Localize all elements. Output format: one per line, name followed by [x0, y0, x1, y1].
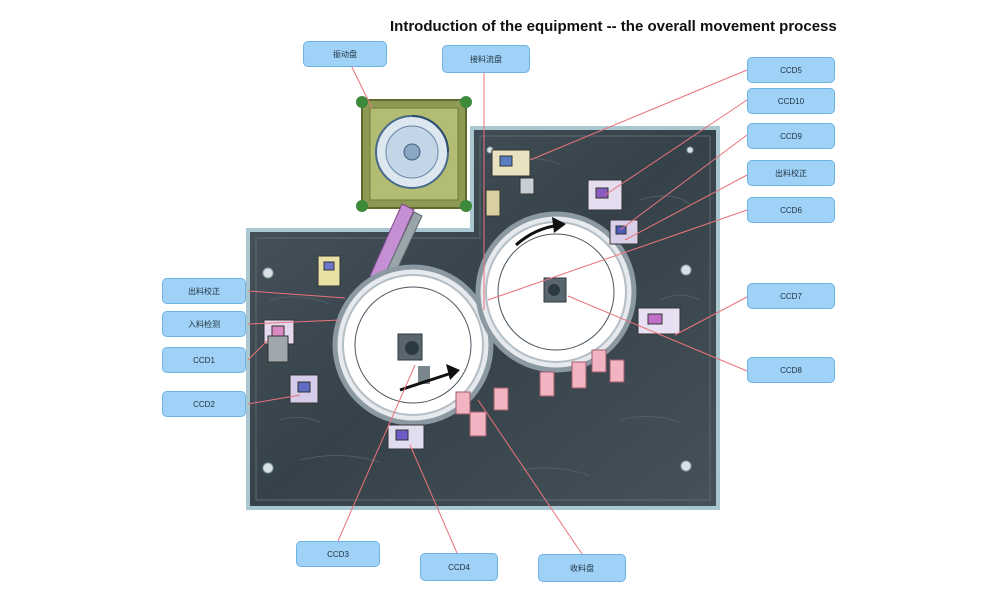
callout-ccd8: CCD8: [747, 357, 835, 383]
callout-ccd1: CCD1: [162, 347, 246, 373]
feed-chute: [369, 203, 423, 283]
callout-ccd4: CCD4: [420, 553, 498, 581]
callout-ccd6: CCD6: [747, 197, 835, 223]
leader-lines: [247, 52, 748, 555]
callout-left-station2: 入料检测: [162, 311, 246, 337]
left-rotary-table: [332, 264, 494, 426]
callout-right-station: 出料校正: [747, 160, 835, 186]
station-top-mid: [485, 189, 501, 217]
station-left-top: [317, 255, 341, 287]
station-left-mid: [263, 319, 295, 363]
pink-ejectors: [455, 349, 625, 437]
callout-ccd9: CCD9: [747, 123, 835, 149]
callout-bottom-tray: 收料盘: [538, 554, 626, 582]
callout-ccd7: CCD7: [747, 283, 835, 309]
station-modules: [263, 149, 681, 450]
station-top-left: [491, 149, 535, 195]
callout-left-station1: 出料校正: [162, 278, 246, 304]
diagram-title: Introduction of the equipment -- the ove…: [390, 18, 837, 35]
station-left-low: [289, 374, 319, 404]
callout-top-center: 接料流盘: [442, 45, 530, 73]
callout-ccd5: CCD5: [747, 57, 835, 83]
callout-vibration-feeder: 振动盘: [303, 41, 387, 67]
callout-ccd10: CCD10: [747, 88, 835, 114]
callout-ccd2: CCD2: [162, 391, 246, 417]
vibration-feeder: [356, 96, 472, 212]
callout-ccd3: CCD3: [296, 541, 380, 567]
station-right: [637, 307, 681, 335]
station-bottom: [387, 424, 425, 450]
